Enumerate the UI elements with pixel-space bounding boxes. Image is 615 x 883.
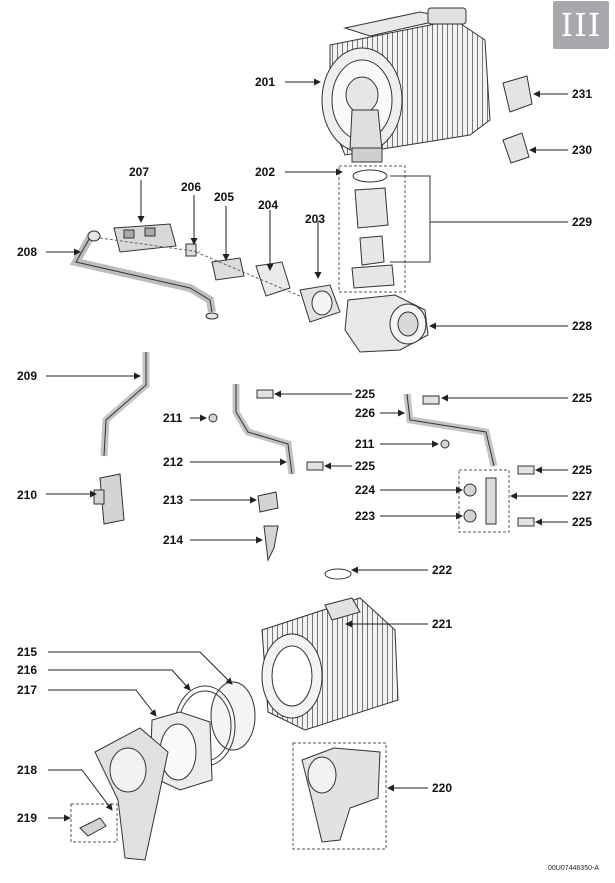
- label-221: 221: [432, 617, 453, 631]
- part-231-box: [502, 75, 533, 113]
- label-208: 208: [17, 245, 38, 259]
- label-220: 220: [432, 781, 453, 795]
- gas-valve-207: [113, 223, 177, 253]
- label-231: 231: [572, 87, 593, 101]
- label-207: 207: [129, 165, 150, 179]
- leader-lines: [46, 78, 568, 822]
- valve-210: [93, 473, 125, 525]
- label-222: 222: [432, 563, 453, 577]
- bracket-220: [292, 742, 387, 850]
- label-223: 223: [355, 509, 376, 523]
- label-229: 229: [572, 215, 593, 229]
- label-216: 216: [17, 663, 38, 677]
- label-225a: 225: [355, 387, 376, 401]
- pipe-212: [232, 384, 296, 475]
- section-badge: III: [553, 1, 609, 49]
- fitting-213: [257, 491, 279, 513]
- label-203: 203: [305, 212, 326, 226]
- label-211b: 211: [355, 437, 375, 451]
- heat-exchanger-top: [321, 7, 491, 163]
- part-206: [185, 243, 197, 257]
- insulation-217: [149, 711, 213, 791]
- bracket-229: [338, 165, 432, 293]
- label-219: 219: [17, 811, 38, 825]
- heat-exchanger-bottom: [261, 568, 399, 731]
- label-217: 217: [17, 683, 38, 697]
- fan-228: [344, 294, 429, 353]
- label-225d: 225: [572, 463, 593, 477]
- fitting-214: [263, 525, 279, 562]
- label-212: 212: [163, 455, 184, 469]
- label-209: 209: [17, 369, 38, 383]
- label-202: 202: [255, 165, 276, 179]
- bracket-227: [458, 469, 510, 533]
- label-218: 218: [17, 763, 38, 777]
- nut-211b: [440, 439, 450, 449]
- shroud-204: [255, 261, 291, 297]
- seal-ring-202: [352, 169, 388, 183]
- burner-door-218: [94, 727, 169, 861]
- pipe-209: [100, 352, 150, 457]
- label-206: 206: [181, 180, 202, 194]
- venturi-parts-229: [351, 187, 395, 289]
- label-226: 226: [355, 406, 376, 420]
- gas-pipe-208: [69, 230, 219, 320]
- label-225b: 225: [355, 459, 376, 473]
- part-205: [211, 257, 245, 281]
- nut-211a: [208, 413, 218, 423]
- label-225c: 225: [572, 391, 593, 405]
- label-211a: 211: [163, 411, 183, 425]
- label-204: 204: [258, 198, 279, 212]
- document-reference: 00U07446350-A: [548, 865, 599, 872]
- label-215: 215: [17, 645, 38, 659]
- label-210: 210: [17, 488, 38, 502]
- label-228: 228: [572, 319, 593, 333]
- label-225e: 225: [572, 515, 593, 529]
- label-201: 201: [255, 75, 276, 89]
- pipe-226: [403, 393, 498, 467]
- label-230: 230: [572, 143, 593, 157]
- venturi-203: [299, 284, 341, 323]
- label-214: 214: [163, 533, 184, 547]
- part-230-box: [502, 132, 530, 164]
- label-205: 205: [214, 190, 235, 204]
- clips-225: [256, 389, 535, 527]
- label-213: 213: [163, 493, 184, 507]
- label-224: 224: [355, 483, 376, 497]
- label-227: 227: [572, 489, 593, 503]
- bracket-219: [70, 803, 118, 843]
